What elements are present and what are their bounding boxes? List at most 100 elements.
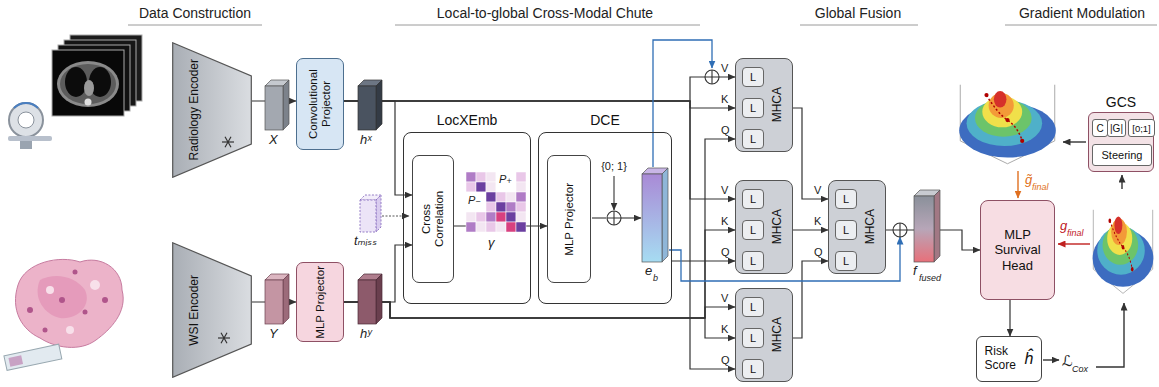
ct-scan-image bbox=[52, 50, 124, 116]
section-underline bbox=[395, 25, 700, 26]
node-text: L bbox=[750, 71, 756, 83]
wsi-tissue-image bbox=[90, 280, 100, 290]
connector-arrow bbox=[793, 229, 828, 230]
input-letter: Q bbox=[721, 246, 730, 259]
node-text: Radiology Encoder bbox=[188, 59, 201, 160]
embedding-cube bbox=[642, 168, 668, 262]
correlation-matrix bbox=[496, 212, 506, 222]
feature-cube bbox=[358, 86, 376, 130]
wsi-tissue-image bbox=[4, 259, 123, 370]
feature-cube bbox=[376, 274, 382, 324]
correlation-matrix bbox=[506, 192, 516, 202]
tensor-label: hʸ bbox=[360, 327, 372, 342]
correlation-matrix bbox=[466, 172, 526, 232]
ct-scan-image bbox=[84, 80, 94, 96]
correlation-matrix bbox=[476, 172, 486, 182]
node-text: L bbox=[750, 255, 756, 267]
ct-scanner-icon bbox=[8, 103, 52, 149]
survival-head: MLP Survival Head bbox=[980, 200, 1055, 300]
linear-layer: L bbox=[742, 359, 764, 379]
input-letter: K bbox=[721, 323, 728, 336]
linear-layer: L bbox=[742, 67, 764, 87]
input-letter: V bbox=[721, 184, 728, 197]
node-text: Cross Correlation bbox=[420, 179, 446, 259]
node-text: L bbox=[750, 332, 756, 344]
wsi-tissue-image bbox=[43, 328, 48, 333]
ct-scan-image bbox=[85, 99, 92, 106]
node-text: GCS bbox=[1069, 94, 1159, 110]
attention-block: MHCALLL bbox=[735, 288, 793, 382]
node-text: L bbox=[750, 363, 756, 375]
correlation-matrix bbox=[516, 172, 526, 182]
loss-label: ℒ bbox=[1062, 352, 1073, 369]
wsi-tissue-image bbox=[4, 344, 62, 370]
frozen-snowflake bbox=[225, 137, 231, 147]
correlation-matrix bbox=[496, 192, 506, 202]
node-text: Steering bbox=[1102, 149, 1143, 161]
subscript: fused bbox=[919, 273, 941, 283]
linear-layer: L bbox=[742, 251, 764, 271]
node-text: MLP Projector bbox=[563, 183, 576, 256]
ct-scan-image bbox=[52, 35, 142, 116]
node-text: MLP Projector bbox=[314, 266, 327, 339]
node-text: MHCA bbox=[771, 87, 784, 122]
correlation-matrix bbox=[466, 212, 476, 222]
tensor-label: e bbox=[645, 264, 652, 279]
section-title: Local-to-global Cross-Modal Chute bbox=[437, 5, 653, 21]
input-letter: V bbox=[814, 184, 821, 197]
projector-box: MLP Projector bbox=[296, 262, 344, 342]
tensor-label: hˣ bbox=[360, 133, 372, 148]
input-letter: Q bbox=[721, 124, 730, 137]
node-text: ĥ bbox=[1025, 350, 1034, 368]
attention-block: MHCALLL bbox=[735, 180, 793, 274]
linear-layer: L bbox=[742, 220, 764, 240]
missing-token-cube bbox=[376, 195, 381, 232]
linear-layer: L bbox=[742, 189, 764, 209]
sum-symbol bbox=[893, 223, 907, 237]
node-text: Risk Score bbox=[985, 345, 1021, 373]
correlation-matrix bbox=[516, 222, 526, 232]
encoder-shape bbox=[173, 243, 252, 378]
connector-arrow bbox=[793, 261, 828, 338]
linear-layer: L bbox=[835, 189, 857, 209]
subscript: final bbox=[1032, 182, 1049, 192]
node-text: MHCA bbox=[864, 209, 877, 244]
node-text: L bbox=[843, 224, 849, 236]
node-text: MHCA bbox=[771, 209, 784, 244]
correlation-matrix bbox=[516, 192, 526, 202]
missing-token-cube bbox=[360, 195, 409, 232]
node-text: MLP Survival Head bbox=[987, 227, 1048, 274]
correlation-matrix bbox=[476, 212, 486, 222]
connector-arrow bbox=[344, 101, 735, 369]
module-group: DCEMLP Projector bbox=[538, 132, 672, 304]
attention-block: MHCALLL bbox=[828, 180, 886, 274]
wsi-tissue-image bbox=[66, 326, 74, 334]
input-letter: V bbox=[721, 62, 728, 75]
node-text: LocXEmb bbox=[384, 112, 550, 128]
section-title: Data Construction bbox=[139, 5, 251, 21]
correlation-matrix bbox=[466, 222, 476, 232]
frozen-snowflake bbox=[222, 137, 234, 147]
steering-cell: |G| bbox=[1107, 119, 1126, 137]
correlation-matrix bbox=[466, 182, 476, 192]
wsi-tissue-image bbox=[46, 286, 54, 294]
frozen-snowflake bbox=[225, 137, 231, 147]
correlation-matrix bbox=[486, 222, 496, 232]
dce-internal-flow bbox=[613, 176, 614, 210]
module-group: LocXEmbCross Correlation bbox=[403, 132, 531, 304]
sum-symbol bbox=[893, 223, 907, 237]
feature-cube bbox=[265, 86, 283, 130]
gradient-arrow bbox=[1121, 175, 1122, 189]
feature-cube bbox=[376, 80, 382, 130]
subscript: final bbox=[1067, 228, 1084, 238]
loss-landscape bbox=[959, 85, 1056, 164]
correlation-matrix bbox=[486, 212, 496, 222]
ct-scan-image bbox=[60, 64, 116, 104]
correlation-matrix bbox=[486, 182, 496, 192]
tensor-label: f bbox=[913, 264, 917, 279]
gradient-arrow bbox=[1058, 243, 1090, 244]
correlation-matrix bbox=[466, 172, 476, 182]
input-letter: K bbox=[814, 215, 821, 228]
input-letter: Q bbox=[814, 246, 823, 259]
frozen-snowflake bbox=[221, 333, 227, 343]
